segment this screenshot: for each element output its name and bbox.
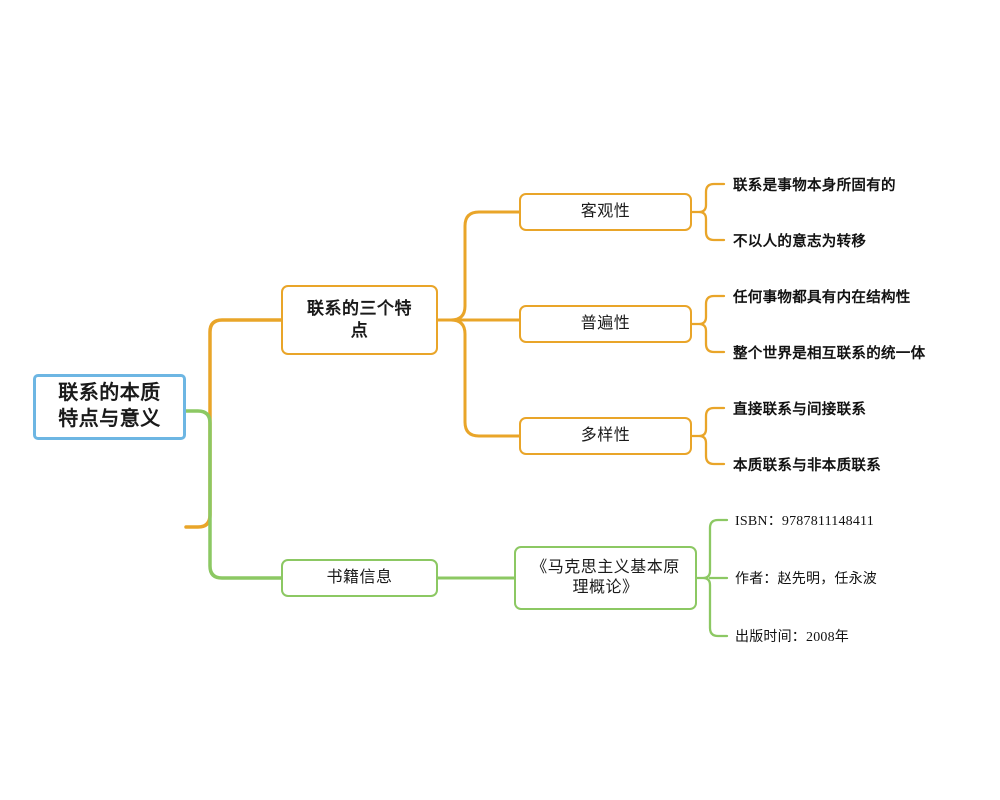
- branch-bookinfo-label: 书籍信息: [326, 568, 393, 586]
- sub-node-book-title[interactable]: 《马克思主义基本原 理概论》: [514, 546, 697, 610]
- leaf-book-author-text: 作者：赵先明，任永波: [735, 572, 877, 587]
- leaf-keguanxing-1: 联系是事物本身所固有的: [733, 173, 896, 195]
- leaf-book-author: 作者：赵先明，任永波: [735, 567, 877, 589]
- leaf-keguanxing-2-text: 不以人的意志为转移: [733, 233, 867, 250]
- book-title-line1: 《马克思主义基本原: [531, 558, 680, 576]
- connector-braces-orange: [690, 182, 726, 466]
- leaf-duoyangxing-2-text: 本质联系与非本质联系: [733, 457, 881, 474]
- brace-pubianxing: [690, 294, 726, 354]
- connector-features-to-duoyangxing: [436, 318, 521, 438]
- connector-features-to-keguanxing: [436, 210, 521, 322]
- sub-node-keguanxing[interactable]: 客观性: [519, 193, 692, 231]
- leaf-keguanxing-1-text: 联系是事物本身所固有的: [733, 177, 896, 194]
- connector-features-fanout: [436, 210, 521, 438]
- leaf-duoyangxing-1: 直接联系与间接联系: [733, 397, 866, 419]
- root-label-line2: 特点与意义: [58, 408, 161, 430]
- branch-node-features[interactable]: 联系的三个特 点: [281, 285, 438, 355]
- connector-root-to-features: [184, 318, 283, 529]
- branch-features-label-line1: 联系的三个特: [307, 299, 412, 319]
- leaf-pubianxing-2: 整个世界是相互联系的统一体: [733, 341, 925, 363]
- sub-node-duoyangxing[interactable]: 多样性: [519, 417, 692, 455]
- root-node[interactable]: 联系的本质 特点与意义: [33, 374, 186, 440]
- sub-node-pubianxing-label: 普遍性: [580, 314, 631, 332]
- branch-node-bookinfo[interactable]: 书籍信息: [281, 559, 438, 597]
- leaf-pubianxing-1-text: 任何事物都具有内在结构性: [733, 289, 911, 306]
- leaf-duoyangxing-1-text: 直接联系与间接联系: [733, 401, 867, 418]
- brace-book-details: [695, 518, 729, 638]
- book-title-line2: 理概论》: [572, 579, 639, 596]
- sub-node-keguanxing-label: 客观性: [580, 202, 631, 220]
- sub-node-pubianxing[interactable]: 普遍性: [519, 305, 692, 343]
- branch-features-label-line2: 点: [350, 321, 369, 340]
- root-label-line1: 联系的本质: [58, 382, 161, 405]
- connector-root-split: [184, 318, 283, 580]
- connector-brace-green: [695, 518, 729, 638]
- leaf-book-isbn: ISBN：9787811148411: [735, 509, 874, 531]
- leaf-duoyangxing-2: 本质联系与非本质联系: [733, 453, 881, 475]
- leaf-pubianxing-1: 任何事物都具有内在结构性: [733, 285, 911, 307]
- brace-keguanxing: [690, 182, 726, 242]
- leaf-pubianxing-2-text: 整个世界是相互联系的统一体: [733, 345, 926, 362]
- leaf-book-pubdate: 出版时间：2008年: [735, 625, 849, 647]
- sub-node-duoyangxing-label: 多样性: [580, 426, 631, 444]
- leaf-book-pubdate-text: 出版时间：2008年: [735, 630, 849, 645]
- leaf-keguanxing-2: 不以人的意志为转移: [733, 229, 866, 251]
- connector-root-to-bookinfo: [184, 409, 283, 580]
- brace-duoyangxing: [690, 406, 726, 466]
- leaf-book-isbn-text: ISBN：9787811148411: [735, 514, 874, 529]
